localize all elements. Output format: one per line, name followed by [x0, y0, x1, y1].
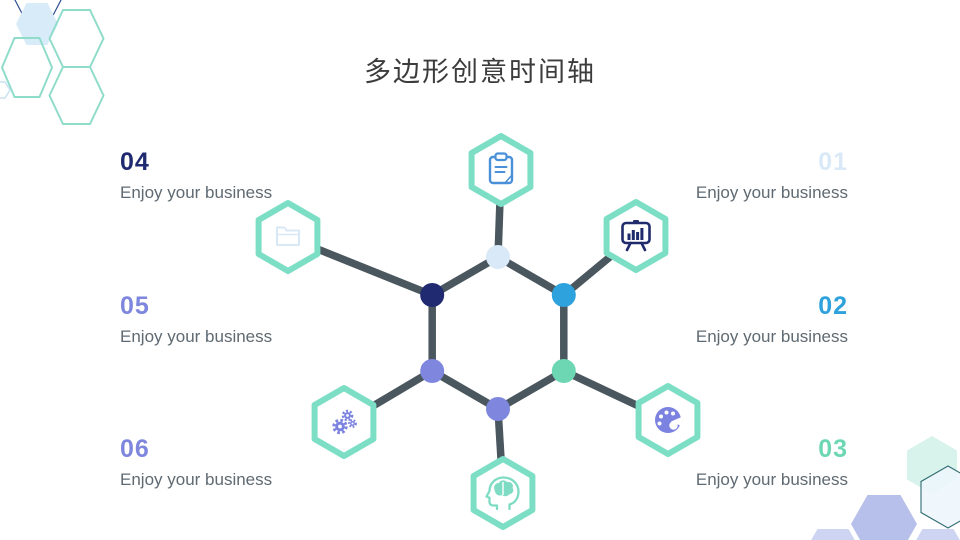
node-hexagon-shape	[603, 199, 669, 273]
timeline-item-05: 05 Enjoy your business	[120, 292, 350, 346]
folder-icon	[276, 226, 300, 246]
item-label: Enjoy your business	[120, 183, 273, 202]
item-label: Enjoy your business	[120, 470, 273, 489]
vertex-dot-bottom-left	[420, 359, 445, 383]
item-label: Enjoy your business	[120, 327, 273, 346]
node-hexagon-bottom-left	[311, 385, 377, 459]
item-number: 04	[120, 148, 150, 176]
vertex-dot-bottom-right	[551, 359, 576, 383]
item-number: 06	[120, 435, 150, 463]
item-number: 01	[818, 148, 848, 176]
vertex-dot-top-left	[420, 283, 445, 307]
timeline-item-04: 04 Enjoy your business	[120, 148, 350, 202]
gears-icon	[332, 409, 357, 435]
item-label: Enjoy your business	[695, 183, 848, 202]
node-hexagon-shape	[468, 133, 534, 207]
node-hexagon-bottom	[470, 456, 536, 530]
item-label: Enjoy your business	[695, 470, 848, 489]
vertex-dot-top-right	[551, 283, 576, 307]
node-hexagon-top-right	[603, 199, 669, 273]
node-hexagon-shape	[255, 200, 321, 274]
timeline-item-01: 01 Enjoy your business	[618, 148, 848, 202]
item-number: 05	[120, 292, 150, 320]
node-hexagon-top-left	[255, 200, 321, 274]
vertex-dot-bottom	[486, 397, 510, 421]
item-label: Enjoy your business	[695, 327, 848, 346]
central-hexagon	[428, 253, 568, 413]
palette-icon	[655, 407, 682, 433]
item-number: 03	[818, 435, 848, 463]
node-hexagon-top	[468, 133, 534, 207]
presentation-chart-icon	[621, 220, 651, 252]
head-brain-icon	[485, 476, 520, 511]
timeline-item-02: 02 Enjoy your business	[618, 292, 848, 346]
timeline-item-03: 03 Enjoy your business	[618, 435, 848, 489]
node-hexagon-bottom-right	[635, 383, 701, 457]
clipboard-icon	[488, 152, 514, 185]
node-hexagon-shape	[311, 385, 377, 459]
vertex-dots	[420, 245, 576, 421]
page-title: 多边形创意时间轴	[364, 57, 596, 87]
timeline-item-06: 06 Enjoy your business	[120, 435, 350, 489]
vertex-dot-top	[486, 245, 510, 269]
item-number: 02	[818, 292, 848, 320]
